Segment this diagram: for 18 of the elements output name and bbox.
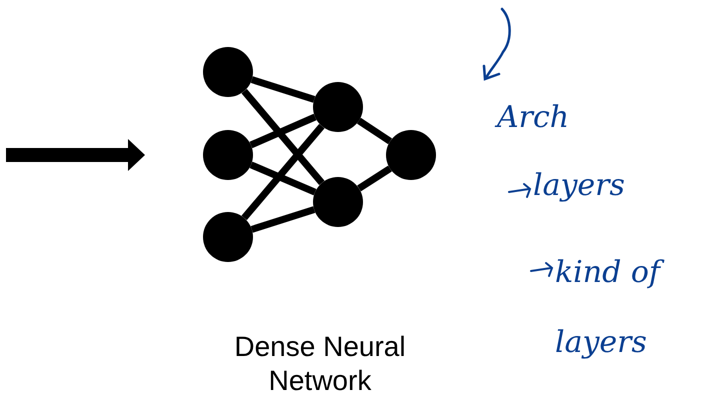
- handwritten-note: Arch: [497, 100, 570, 135]
- diagram-caption: Dense Neural Network: [233, 330, 407, 398]
- connection-line: [241, 88, 325, 186]
- connection-line: [250, 162, 316, 196]
- connection-line: [356, 118, 392, 144]
- connection-line: [241, 124, 325, 220]
- connection-line: [250, 114, 316, 148]
- connection-line: [357, 166, 392, 192]
- circle-node: [203, 47, 253, 97]
- circle-node: [313, 82, 363, 132]
- connection-line: [250, 76, 316, 103]
- connection-line: [250, 206, 316, 233]
- handwritten-note: layers: [533, 168, 625, 203]
- circle-node: [313, 177, 363, 227]
- circle-node: [203, 212, 253, 262]
- circle-node: [203, 130, 253, 180]
- handwritten-note: kind of layers: [555, 238, 705, 378]
- circle-node: [386, 130, 436, 180]
